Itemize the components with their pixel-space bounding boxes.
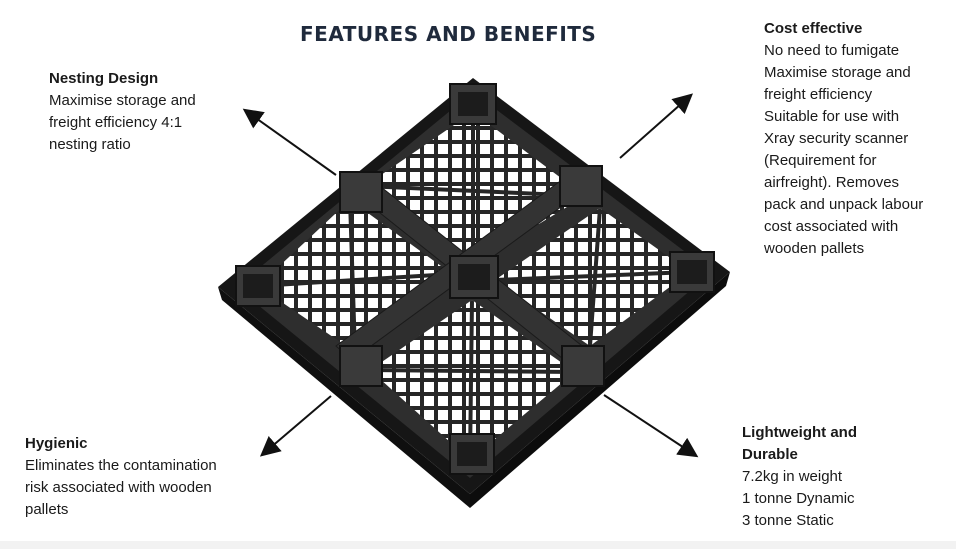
feature-line: freight efficiency (764, 86, 873, 103)
feature-heading: Nesting Design (49, 70, 159, 87)
feature-line: Xray security scanner (764, 130, 909, 147)
page-title: FEATURES AND BENEFITS (300, 22, 597, 46)
feature-line: 3 tonne Static (742, 512, 834, 529)
feature-line: 7.2kg in weight (742, 468, 843, 485)
feature-hygienic: Hygienic Eliminates the contamination ri… (25, 433, 217, 521)
feature-line: wooden pallets (764, 240, 865, 257)
feature-heading: Hygienic (25, 435, 88, 452)
feature-line: Suitable for use with (764, 108, 900, 125)
feature-nesting-design: Nesting Design Maximise storage and frei… (49, 68, 196, 156)
feature-line: freight efficiency 4:1 (49, 114, 183, 131)
feature-line: pack and unpack labour (764, 196, 924, 213)
arrow-lightweight (603, 394, 699, 458)
arrow-nesting (242, 108, 337, 176)
feature-line: cost associated with (764, 218, 899, 235)
feature-line: (Requirement for (764, 152, 877, 169)
footer-band (0, 541, 956, 549)
feature-line: 1 tonne Dynamic (742, 490, 855, 507)
feature-line: airfreight). Removes (764, 174, 900, 191)
feature-heading: Lightweight and (742, 424, 857, 441)
feature-line: No need to fumigate (764, 42, 900, 59)
feature-line: Maximise storage and (49, 92, 196, 109)
feature-line: risk associated with wooden (25, 479, 212, 496)
feature-line: nesting ratio (49, 136, 131, 153)
feature-lightweight-durable: Lightweight and Durable 7.2kg in weight … (742, 422, 857, 532)
feature-line: Eliminates the contamination (25, 457, 217, 474)
feature-heading: Cost effective (764, 20, 863, 37)
feature-heading: Durable (742, 446, 798, 463)
feature-line: Maximise storage and (764, 64, 911, 81)
feature-line: pallets (25, 501, 69, 518)
arrow-hygienic (259, 395, 332, 457)
feature-cost-effective: Cost effective No need to fumigate Maxim… (764, 18, 923, 260)
arrow-cost (619, 93, 693, 159)
